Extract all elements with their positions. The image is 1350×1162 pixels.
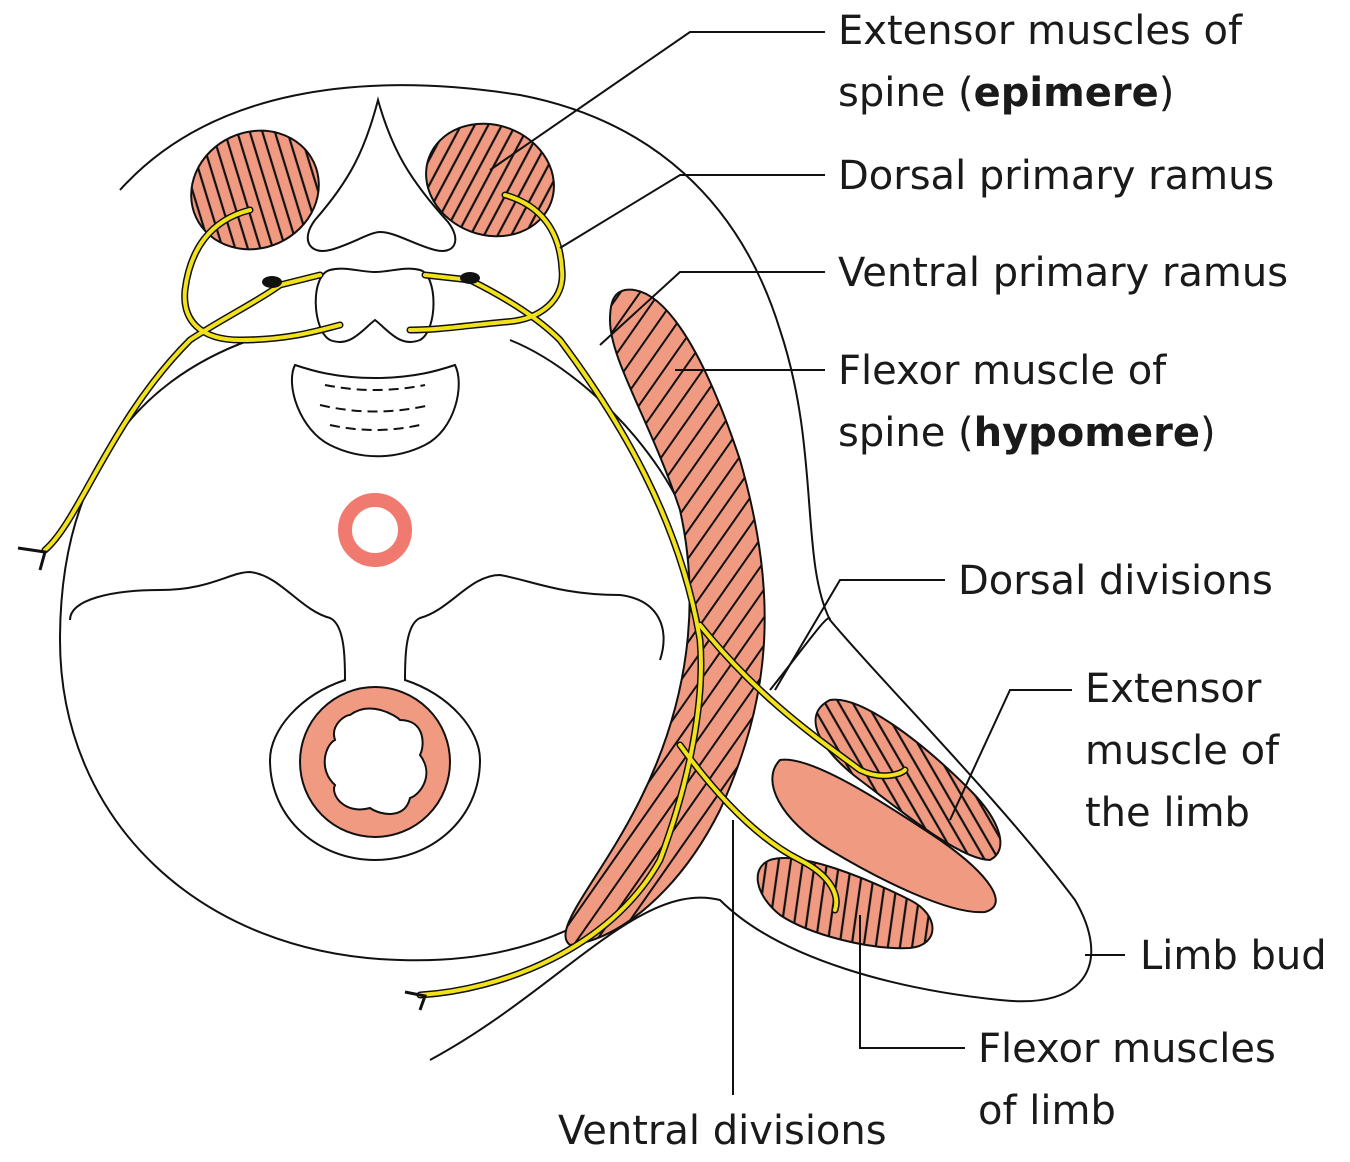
label-extensor-muscle-of-limb: Extensor muscle of the limb [1085,658,1279,844]
label-ventral-primary-ramus: Ventral primary ramus [838,242,1288,304]
notochord-dashes [320,385,430,430]
label-ventral-divisions: Ventral divisions [558,1100,887,1162]
label-dorsal-divisions: Dorsal divisions [958,550,1273,612]
label-dorsal-primary-ramus: Dorsal primary ramus [838,145,1274,207]
label-extensor-muscles-of-spine: Extensor muscles of spine (epimere) [838,0,1242,124]
label-flexor-muscle-of-spine: Flexor muscle of spine (hypomere) [838,340,1216,464]
epimere-muscle-right [410,106,570,254]
label-flexor-muscles-of-limb: Flexor muscles of limb [978,1018,1276,1142]
label-limb-bud: Limb bud [1140,925,1327,987]
limb-bud-inner-outline [770,618,830,690]
aorta [345,500,405,560]
gut-lumen [325,709,427,814]
